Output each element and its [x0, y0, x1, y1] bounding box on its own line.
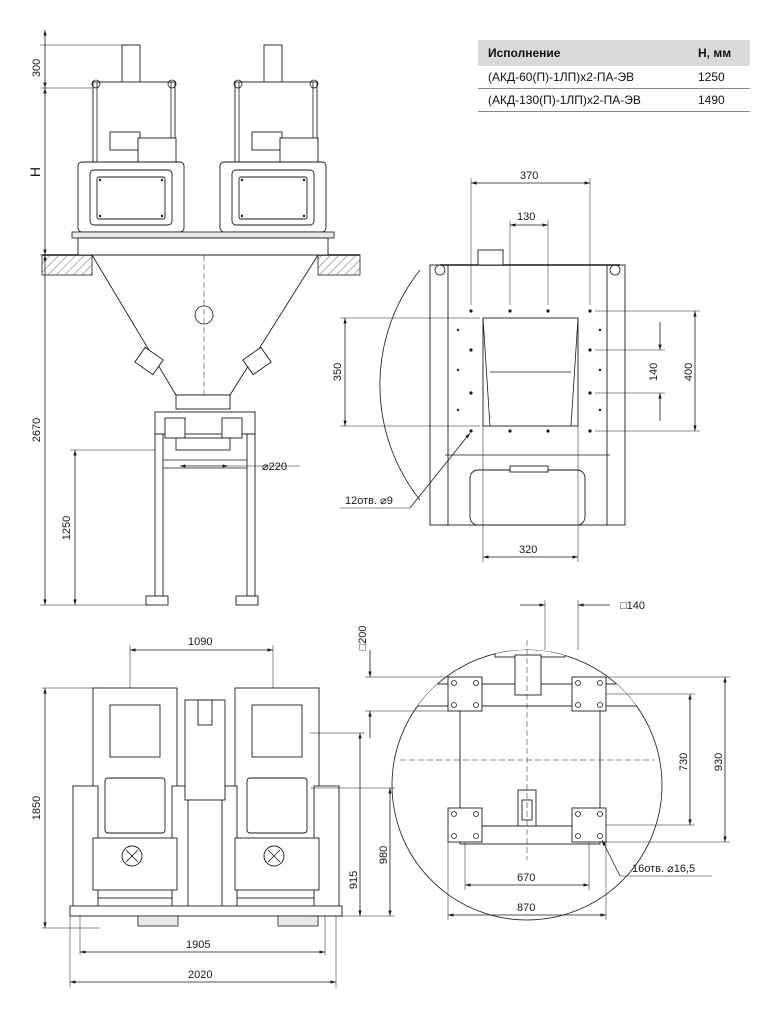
dim-sq140: □140 — [620, 600, 645, 612]
base-plate-br — [571, 807, 607, 843]
base-plate-tr — [571, 676, 607, 712]
dim-930: 930 — [713, 753, 725, 771]
support-frame — [145, 411, 259, 606]
anchor-holes — [451, 680, 603, 839]
bolt-holes — [456, 309, 602, 433]
front-view: 300 H 2670 1250 — [27, 30, 361, 606]
dim-2020: 2020 — [188, 969, 212, 981]
table-cell-h: 1490 — [698, 93, 725, 107]
table-cell-h: 1250 — [698, 70, 725, 84]
vibrator-right — [242, 346, 272, 376]
table-cell-variant: (АКД-130(П)-1ЛП)х2-ПА-ЭВ — [488, 93, 641, 107]
table-row: (АКД-130(П)-1ЛП)х2-ПА-ЭВ 1490 — [478, 89, 750, 112]
dim-sq200: □200 — [357, 626, 369, 651]
dim-1090: 1090 — [188, 636, 212, 648]
dim-370: 370 — [520, 170, 538, 182]
dim-140: 140 — [648, 363, 660, 381]
vibrator-left — [134, 346, 164, 376]
plan-view: 1850 1090 915 980 — [31, 636, 395, 988]
dim-980: 980 — [378, 846, 390, 864]
floor-slab-right — [317, 254, 361, 276]
base-plate-tl — [447, 676, 483, 712]
detail-base-frame: □140 □200 730 930 670 870 16отв. ⌀16,5 — [357, 600, 730, 921]
table-header-h: Н, мм — [698, 46, 732, 60]
dim-2670: 2670 — [31, 418, 43, 442]
holes-12-d9: 12отв. ⌀9 — [345, 495, 393, 507]
base-plate — [71, 231, 335, 239]
base-plate-bl — [447, 807, 483, 843]
dim-350: 350 — [332, 363, 344, 381]
dim-1905: 1905 — [186, 939, 210, 951]
dim-730: 730 — [678, 753, 690, 771]
table-header-variant: Исполнение — [488, 46, 561, 60]
dim-670: 670 — [517, 872, 535, 884]
table-row: (АКД-60(П)-1ЛП)х2-ПА-ЭВ 1250 — [478, 66, 750, 89]
dosing-unit-right — [219, 44, 327, 233]
dim-870: 870 — [517, 902, 535, 914]
dosing-unit-left — [77, 44, 185, 233]
dim-915: 915 — [348, 871, 360, 889]
holes-16-d165: 16отв. ⌀16,5 — [632, 863, 695, 875]
floor-slab-left — [41, 254, 93, 276]
dim-300: 300 — [31, 59, 43, 77]
table-cell-variant: (АКД-60(П)-1ЛП)х2-ПА-ЭВ — [488, 70, 635, 84]
dim-h: H — [27, 167, 43, 177]
dim-1250: 1250 — [61, 516, 73, 540]
hopper — [91, 254, 319, 396]
detail-outlet-flange: 370 130 350 140 400 320 12отв. ⌀9 — [332, 170, 700, 562]
table-header: Исполнение Н, мм — [478, 40, 750, 66]
dim-130: 130 — [517, 211, 535, 223]
dim-1850: 1850 — [31, 796, 43, 820]
dim-400: 400 — [683, 363, 695, 381]
dim-d220: ⌀220 — [262, 461, 287, 473]
dim-320: 320 — [519, 544, 537, 556]
